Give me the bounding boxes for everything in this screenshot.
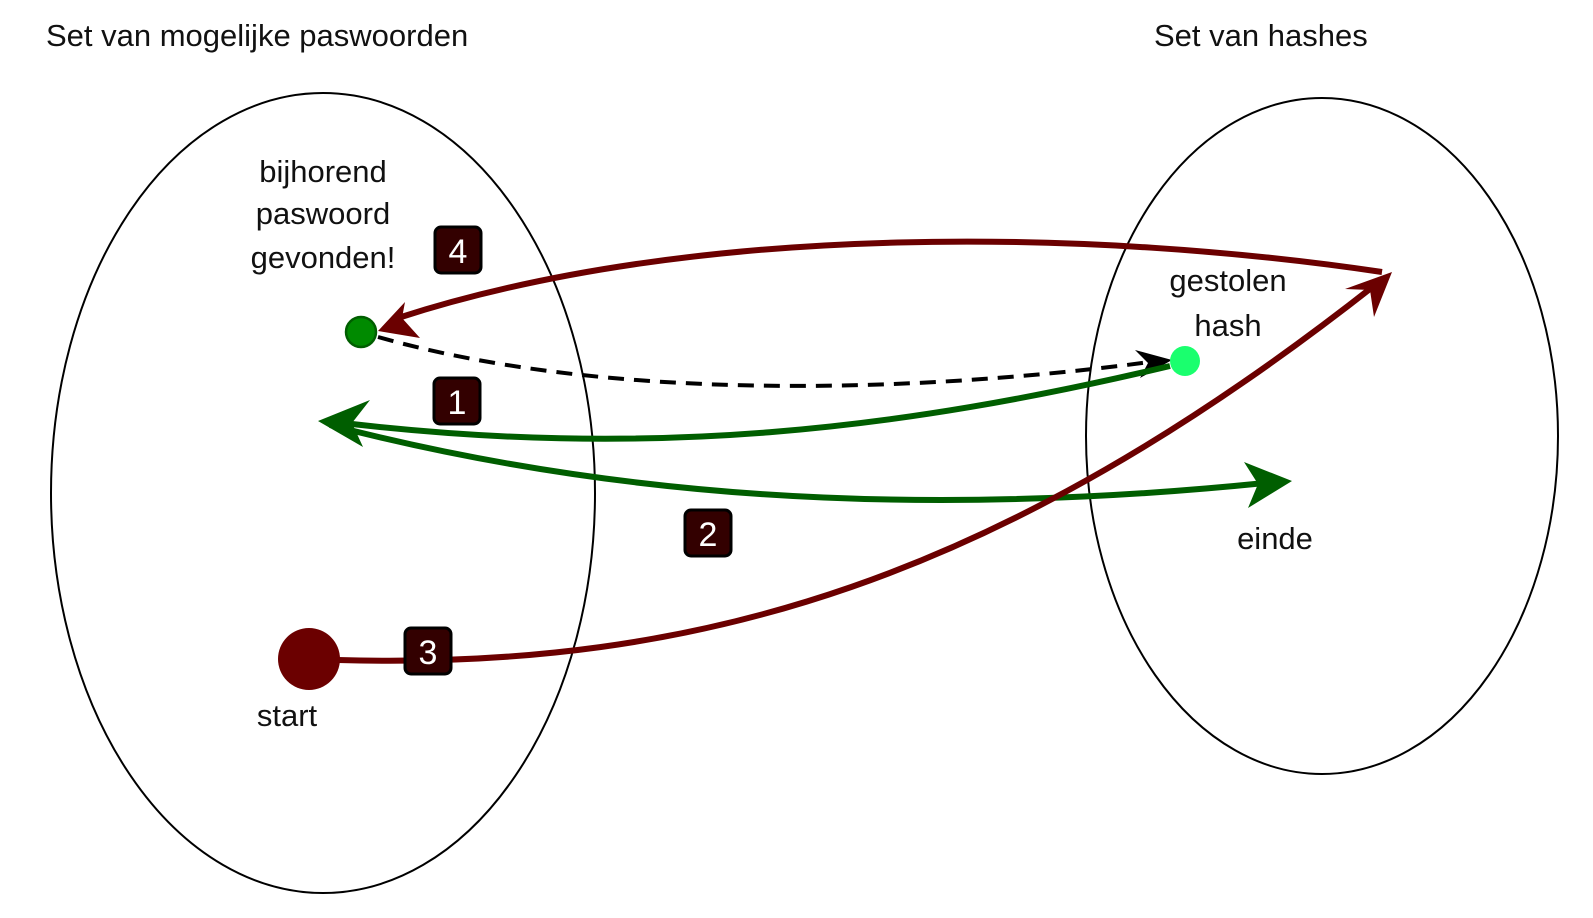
- found-password-dot: [344, 315, 378, 349]
- found-label-line2: paswoord: [256, 196, 390, 231]
- step-badge-1: 1: [432, 376, 482, 426]
- end-label: einde: [1237, 521, 1313, 556]
- arrow-step-1: [334, 363, 1171, 442]
- found-label-line3: gevonden!: [251, 240, 396, 275]
- step-badge-3-number: 3: [419, 634, 438, 672]
- stolen-label-line2: hash: [1194, 308, 1261, 343]
- step-badge-2-number: 2: [699, 516, 718, 554]
- arrow-step-3: [337, 282, 1377, 664]
- step-badge-2: 2: [683, 508, 733, 558]
- arrow-step-1-head: [318, 400, 370, 447]
- step-badge-1-number: 1: [448, 384, 467, 422]
- stolen-hash-dot: [1170, 346, 1200, 376]
- arrow-step-4-head: [378, 302, 420, 338]
- step-badge-4-number: 4: [449, 233, 468, 271]
- password-set-title: Set van mogelijke paswoorden: [46, 18, 468, 53]
- stolen-label-line1: gestolen: [1169, 263, 1286, 298]
- arrow-step-2: [329, 422, 1266, 504]
- password-set-ellipse: [50, 92, 596, 894]
- dashed-mapping-line: [377, 335, 1151, 388]
- start-label: start: [257, 698, 318, 733]
- step-badge-4: 4: [433, 225, 483, 275]
- arrow-step-3-head: [1345, 272, 1392, 317]
- hash-set-ellipse: [1085, 97, 1559, 775]
- step-badge-3: 3: [403, 626, 453, 676]
- arrow-step-4: [397, 238, 1383, 321]
- hash-set-title: Set van hashes: [1154, 18, 1368, 53]
- found-label-line1: bijhorend: [259, 154, 387, 189]
- arrow-step-2-head: [1244, 462, 1292, 508]
- start-dot: [278, 628, 340, 690]
